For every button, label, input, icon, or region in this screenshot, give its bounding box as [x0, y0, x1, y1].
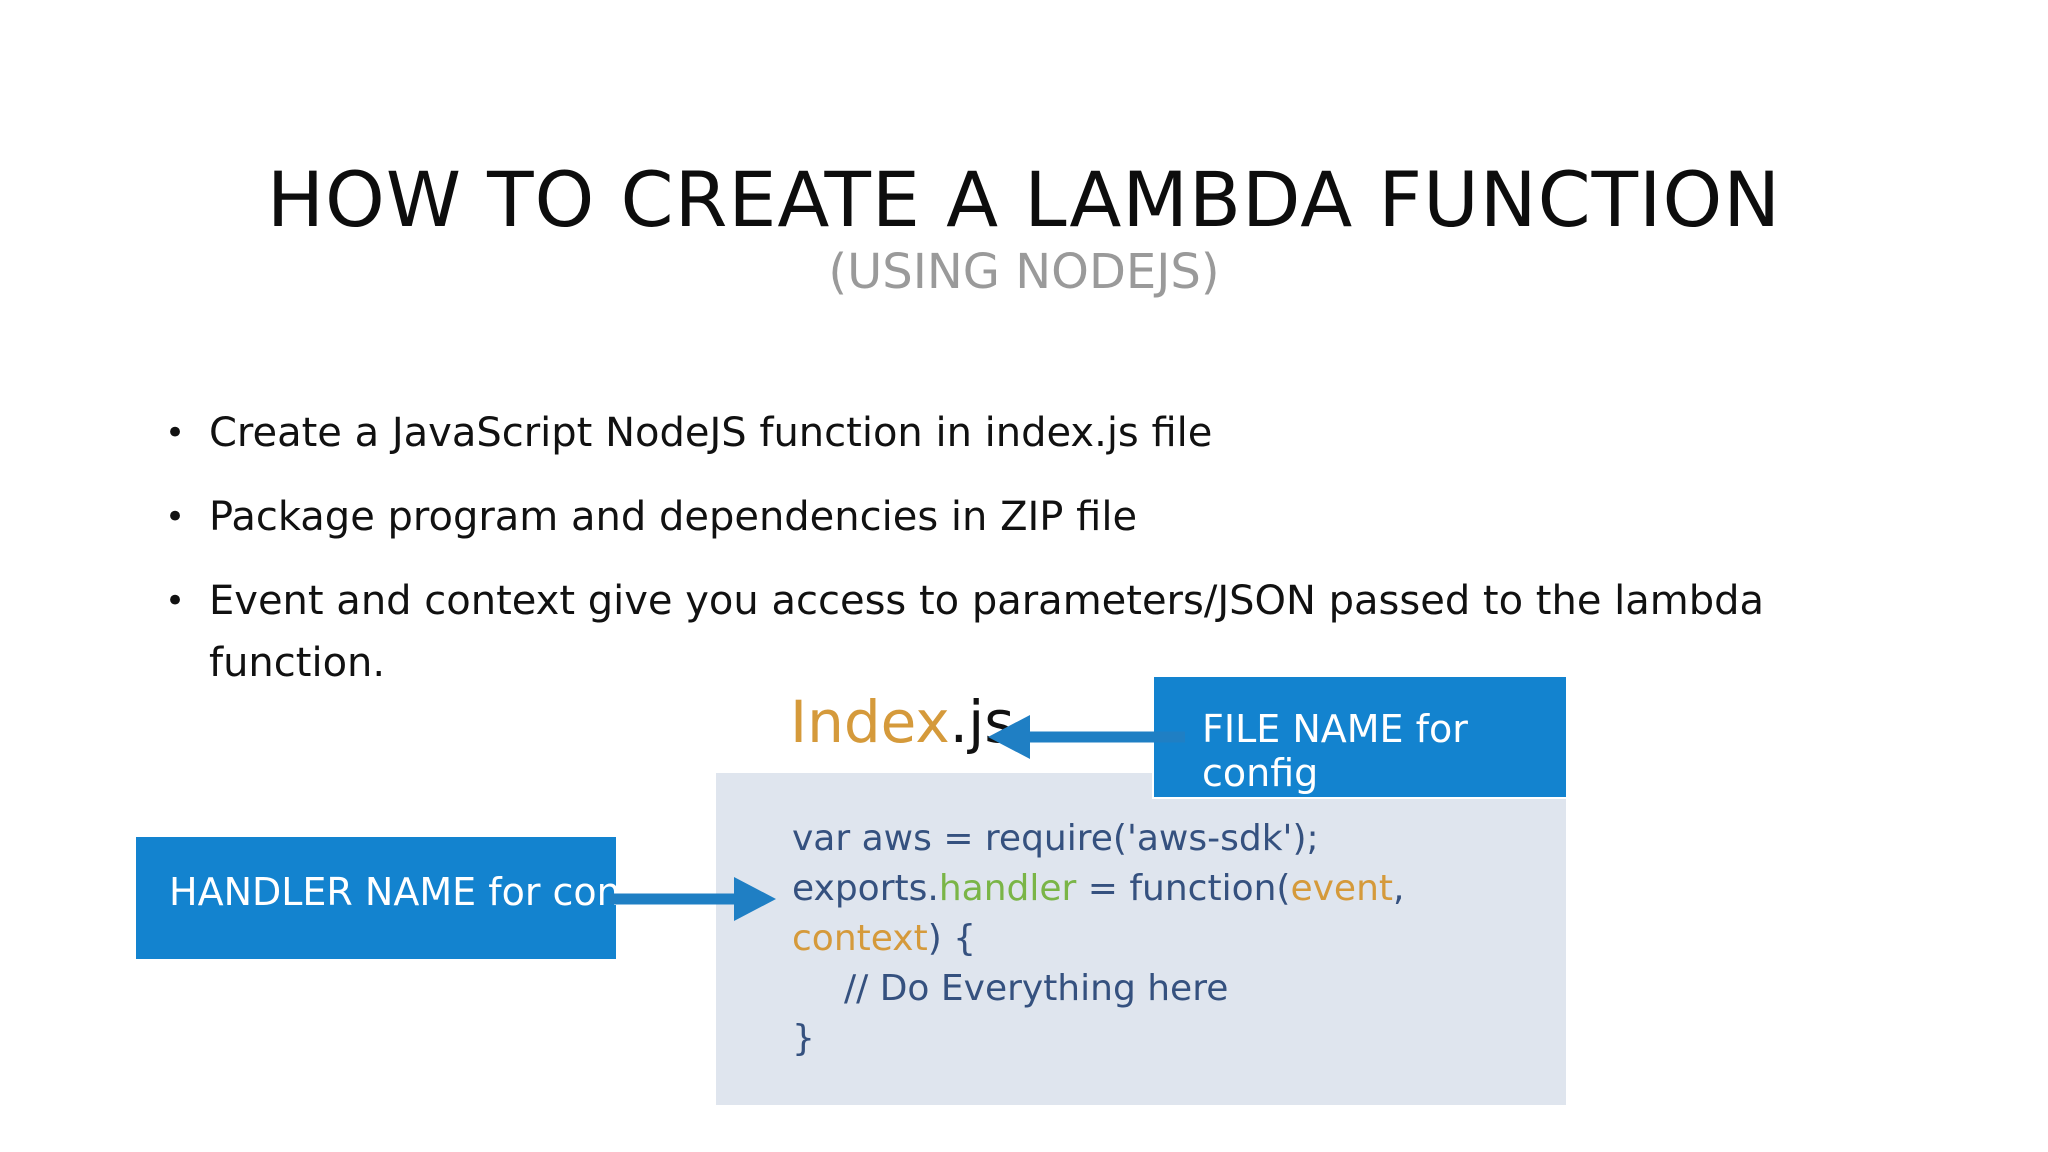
- bullet-text: Create a JavaScript NodeJS function in i…: [209, 410, 1213, 456]
- code-text: = function(: [1076, 868, 1291, 909]
- code-line: var aws = require('aws-sdk');: [792, 814, 1532, 864]
- code-comment: // Do Everything here: [844, 968, 1229, 1009]
- code-block: var aws = require('aws-sdk'); exports.ha…: [792, 814, 1532, 1064]
- file-title: Index.js: [790, 686, 1014, 758]
- slide-subtitle: (USING NODEJS): [828, 244, 1220, 300]
- code-text: var aws = require('aws-sdk');: [792, 818, 1319, 859]
- bullet-dot: •: [165, 581, 186, 621]
- bullet-list: • Create a JavaScript NodeJS function in…: [165, 402, 1865, 716]
- bullet-item: • Package program and dependencies in ZI…: [165, 486, 1865, 548]
- slide-title: HOW TO CREATE A LAMBDA FUNCTION: [266, 155, 1782, 244]
- code-handler-token: handler: [938, 868, 1077, 909]
- code-line: // Do Everything here: [792, 964, 1532, 1014]
- code-text: exports.: [792, 868, 939, 909]
- bullet-text: Event and context give you access to par…: [209, 578, 1765, 686]
- code-event-token: event: [1290, 868, 1394, 909]
- code-context-token: context: [792, 918, 928, 959]
- file-title-extension: .js: [949, 688, 1015, 756]
- code-line: context) {: [792, 914, 1532, 964]
- file-name-callout-text: FILE NAME for config: [1202, 707, 1468, 795]
- bullet-item: • Create a JavaScript NodeJS function in…: [165, 402, 1865, 464]
- code-line: exports.handler = function(event,: [792, 864, 1532, 914]
- bullet-item: • Event and context give you access to p…: [165, 570, 1865, 694]
- file-name-callout: FILE NAME for config: [1152, 677, 1568, 799]
- code-line: }: [792, 1014, 1532, 1064]
- code-text: }: [792, 1018, 815, 1059]
- code-text: ,: [1393, 868, 1405, 909]
- code-panel: [716, 773, 1566, 1105]
- code-text: ) {: [927, 918, 977, 959]
- bullet-dot: •: [165, 413, 186, 453]
- handler-name-callout: HANDLER NAME for config: [136, 837, 616, 959]
- bullet-dot: •: [165, 497, 186, 537]
- handler-name-callout-text: HANDLER NAME for config: [169, 870, 616, 914]
- bullet-text: Package program and dependencies in ZIP …: [209, 494, 1138, 540]
- file-title-name: Index: [790, 688, 950, 756]
